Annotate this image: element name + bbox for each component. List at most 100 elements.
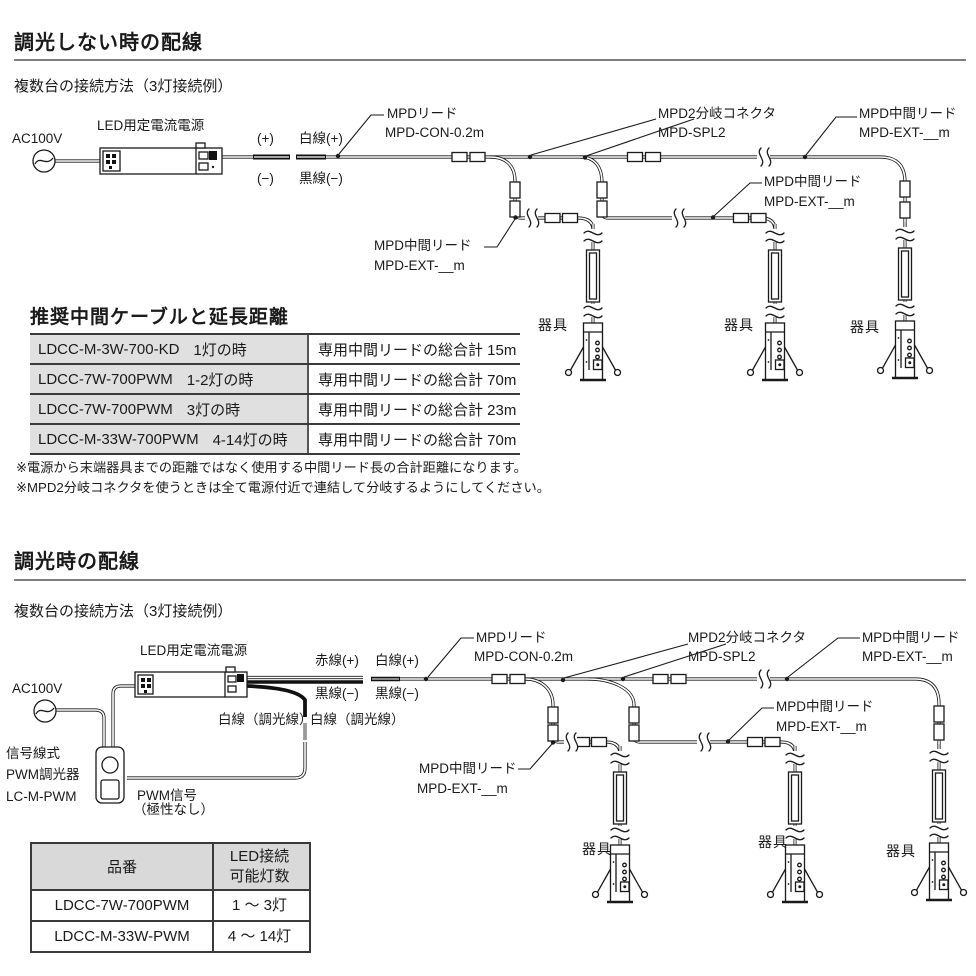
wiring-diagram-2-canvas	[33, 637, 976, 930]
fixture-icon	[768, 746, 823, 902]
mpd-lead-label: MPDリード	[476, 630, 547, 645]
ext-lead-label: MPD中間リード	[862, 630, 960, 645]
section2-subtitle: 複数台の接続方法（3灯接続例）	[14, 603, 233, 620]
black-wire-minus-label: 黒線(−)	[375, 686, 419, 701]
table-row: LDCC-7W-700PWM 1 ～ 3灯	[32, 891, 309, 922]
led-power-supply-icon	[134, 666, 248, 698]
lamps-cell: 3灯の時	[186, 401, 241, 419]
model-header: 品番	[106, 859, 137, 876]
table-row: LDCC-M-33W-700PWM 4-14灯の時 専用中間リードの総合計 70m	[30, 425, 520, 455]
ext-lead-label: MPD中間リード	[764, 174, 862, 189]
power-supply-label: LED用定電流電源	[97, 118, 205, 133]
model-cell: LDCC-M-33W-700PWM	[38, 430, 199, 448]
leader-lines	[335, 114, 857, 248]
ext-lead-label: MPD中間リード	[374, 238, 472, 253]
model-cell: LDCC-7W-700PWM	[38, 370, 173, 388]
wiring-diagram-no-dimming: AC100V LED用定電流電源 (+) 白線(+) (−) 黒線(−) MPD…	[0, 95, 976, 395]
fixture-icon	[878, 222, 933, 378]
ext-lead-model-label: MPD-EXT-__m	[859, 125, 950, 140]
led-power-supply-icon	[99, 142, 223, 175]
note-line: ※MPD2分岐コネクタを使うときは全て電源付近で連結して分岐するようにしてくださ…	[16, 480, 550, 495]
lamp-count-cell: 1 ～ 3灯	[212, 891, 305, 920]
dimming-wire-label: 白線（調光線）	[310, 712, 405, 727]
fixture-label: 器具	[850, 319, 880, 335]
black-wire-minus-label: 黒線(−)	[299, 171, 343, 186]
ac-voltage-label: AC100V	[12, 681, 63, 696]
ext-lead-model-label: MPD-EXT-__m	[417, 781, 508, 796]
table-row: LDCC-M-3W-700-KD 1灯の時 専用中間リードの総合計 15m	[30, 335, 520, 365]
ac-voltage-label: AC100V	[12, 131, 63, 146]
white-wire-plus-label: 白線(+)	[299, 131, 343, 146]
dimming-wire-label: 白線（調光線）	[218, 712, 313, 727]
dimmer-model-label: LC-M-PWM	[6, 789, 77, 804]
fixture-label: 器具	[758, 834, 788, 850]
total-cell: 専用中間リードの総合計 15m	[307, 335, 520, 363]
cable-table-title: 推奨中間ケーブルと延長距離	[30, 307, 289, 328]
ext-lead-label: MPD中間リード	[419, 761, 517, 776]
dimming-model-table: 品番 LED接続 可能灯数 LDCC-7W-700PWM 1 ～ 3灯 LDCC…	[30, 842, 311, 953]
pwm-polarity-label: （極性なし）	[133, 802, 214, 817]
ext-lead-model-label: MPD-EXT-__m	[862, 649, 953, 664]
mpd-lead-model-label: MPD-CON-0.2m	[385, 125, 485, 140]
ext-lead-label: MPD中間リード	[776, 699, 874, 714]
wires	[56, 675, 941, 780]
white-wire-plus-label: 白線(+)	[375, 653, 419, 668]
section2-title: 調光時の配線	[14, 551, 140, 573]
fixture-icon	[748, 224, 803, 380]
table-row: LDCC-7W-700PWM 1-2灯の時 専用中間リードの総合計 70m	[30, 365, 520, 395]
recommended-cable-table: LDCC-M-3W-700-KD 1灯の時 専用中間リードの総合計 15m LDC…	[30, 333, 520, 455]
splitter-label: MPD2分岐コネクタ	[688, 630, 806, 645]
fixture-label: 器具	[582, 841, 612, 857]
section1-title: 調光しない時の配線	[14, 32, 203, 54]
model-cell: LDCC-M-3W-700-KD	[38, 340, 180, 358]
fixture-label: 器具	[724, 317, 754, 333]
power-supply-label: LED用定電流電源	[140, 643, 248, 658]
lamps-cell: 1灯の時	[193, 341, 247, 359]
total-cell: 専用中間リードの総合計 70m	[307, 365, 520, 393]
minus-label: (−)	[257, 171, 274, 186]
table-header-row: 品番 LED接続 可能灯数	[32, 844, 309, 891]
table-row: LDCC-M-33W-PWM 4 ～ 14灯	[32, 922, 309, 951]
splitter-model-label: MPD-SPL2	[688, 649, 756, 664]
leader-lines	[423, 637, 860, 770]
splitter-model-label: MPD-SPL2	[658, 125, 726, 140]
lamps-cell: 1-2灯の時	[186, 371, 254, 389]
pwm-signal-label: PWM信号	[137, 788, 197, 803]
mpd-lead-label: MPDリード	[387, 106, 458, 121]
model-cell: LDCC-M-33W-PWM	[54, 928, 190, 945]
wiring-diagram-dimming: LED用定電流電源 AC100V 赤線(+) 白線(+) 黒線(−) 黒線(−)…	[0, 620, 976, 930]
ac-plug-icon	[33, 699, 57, 723]
section1-subtitle: 複数台の接続方法（3灯接続例）	[14, 78, 233, 95]
lamp-count-cell: 4 ～ 14灯	[212, 922, 305, 951]
ac-plug-icon	[32, 149, 56, 173]
fixture-label: 器具	[886, 843, 916, 859]
mpd-lead-model-label: MPD-CON-0.2m	[474, 649, 574, 664]
dimmer-type-label: 信号線式	[6, 746, 60, 761]
lamp-count-header: LED接続 可能灯数	[212, 844, 305, 889]
ext-lead-model-label: MPD-EXT-__m	[764, 194, 855, 209]
plus-label: (+)	[257, 131, 274, 146]
model-cell: LDCC-7W-700PWM	[54, 897, 190, 914]
ext-lead-label: MPD中間リード	[859, 106, 957, 121]
table-row: LDCC-7W-700PWM 3灯の時 専用中間リードの総合計 23m	[30, 395, 520, 425]
wiring-diagram-1-canvas	[32, 114, 976, 395]
fixture-icon	[566, 224, 621, 380]
total-cell: 専用中間リードの総合計 23m	[307, 395, 520, 423]
ext-lead-model-label: MPD-EXT-__m	[776, 719, 867, 734]
table-notes: ※電源から末端器具までの距離ではなく使用する中間リード長の合計距離になります。 …	[16, 458, 550, 498]
red-wire-plus-label: 赤線(+)	[315, 653, 359, 668]
black-wire-minus-label: 黒線(−)	[315, 686, 359, 701]
total-cell: 専用中間リードの総合計 70m	[307, 425, 520, 453]
fixture-icon	[912, 744, 967, 900]
model-cell: LDCC-7W-700PWM	[38, 400, 173, 418]
fixture-label: 器具	[538, 317, 568, 333]
fixture-icon	[593, 746, 648, 902]
lamps-cell: 4-14灯の時	[212, 431, 288, 449]
dimmer-name-label: PWM調光器	[6, 767, 80, 782]
ext-lead-model-label: MPD-EXT-__m	[374, 258, 465, 273]
note-line: ※電源から末端器具までの距離ではなく使用する中間リード長の合計距離になります。	[16, 460, 527, 475]
splitter-label: MPD2分岐コネクタ	[658, 106, 776, 121]
section2-divider	[14, 579, 966, 581]
pwm-dimmer-icon	[95, 746, 125, 804]
